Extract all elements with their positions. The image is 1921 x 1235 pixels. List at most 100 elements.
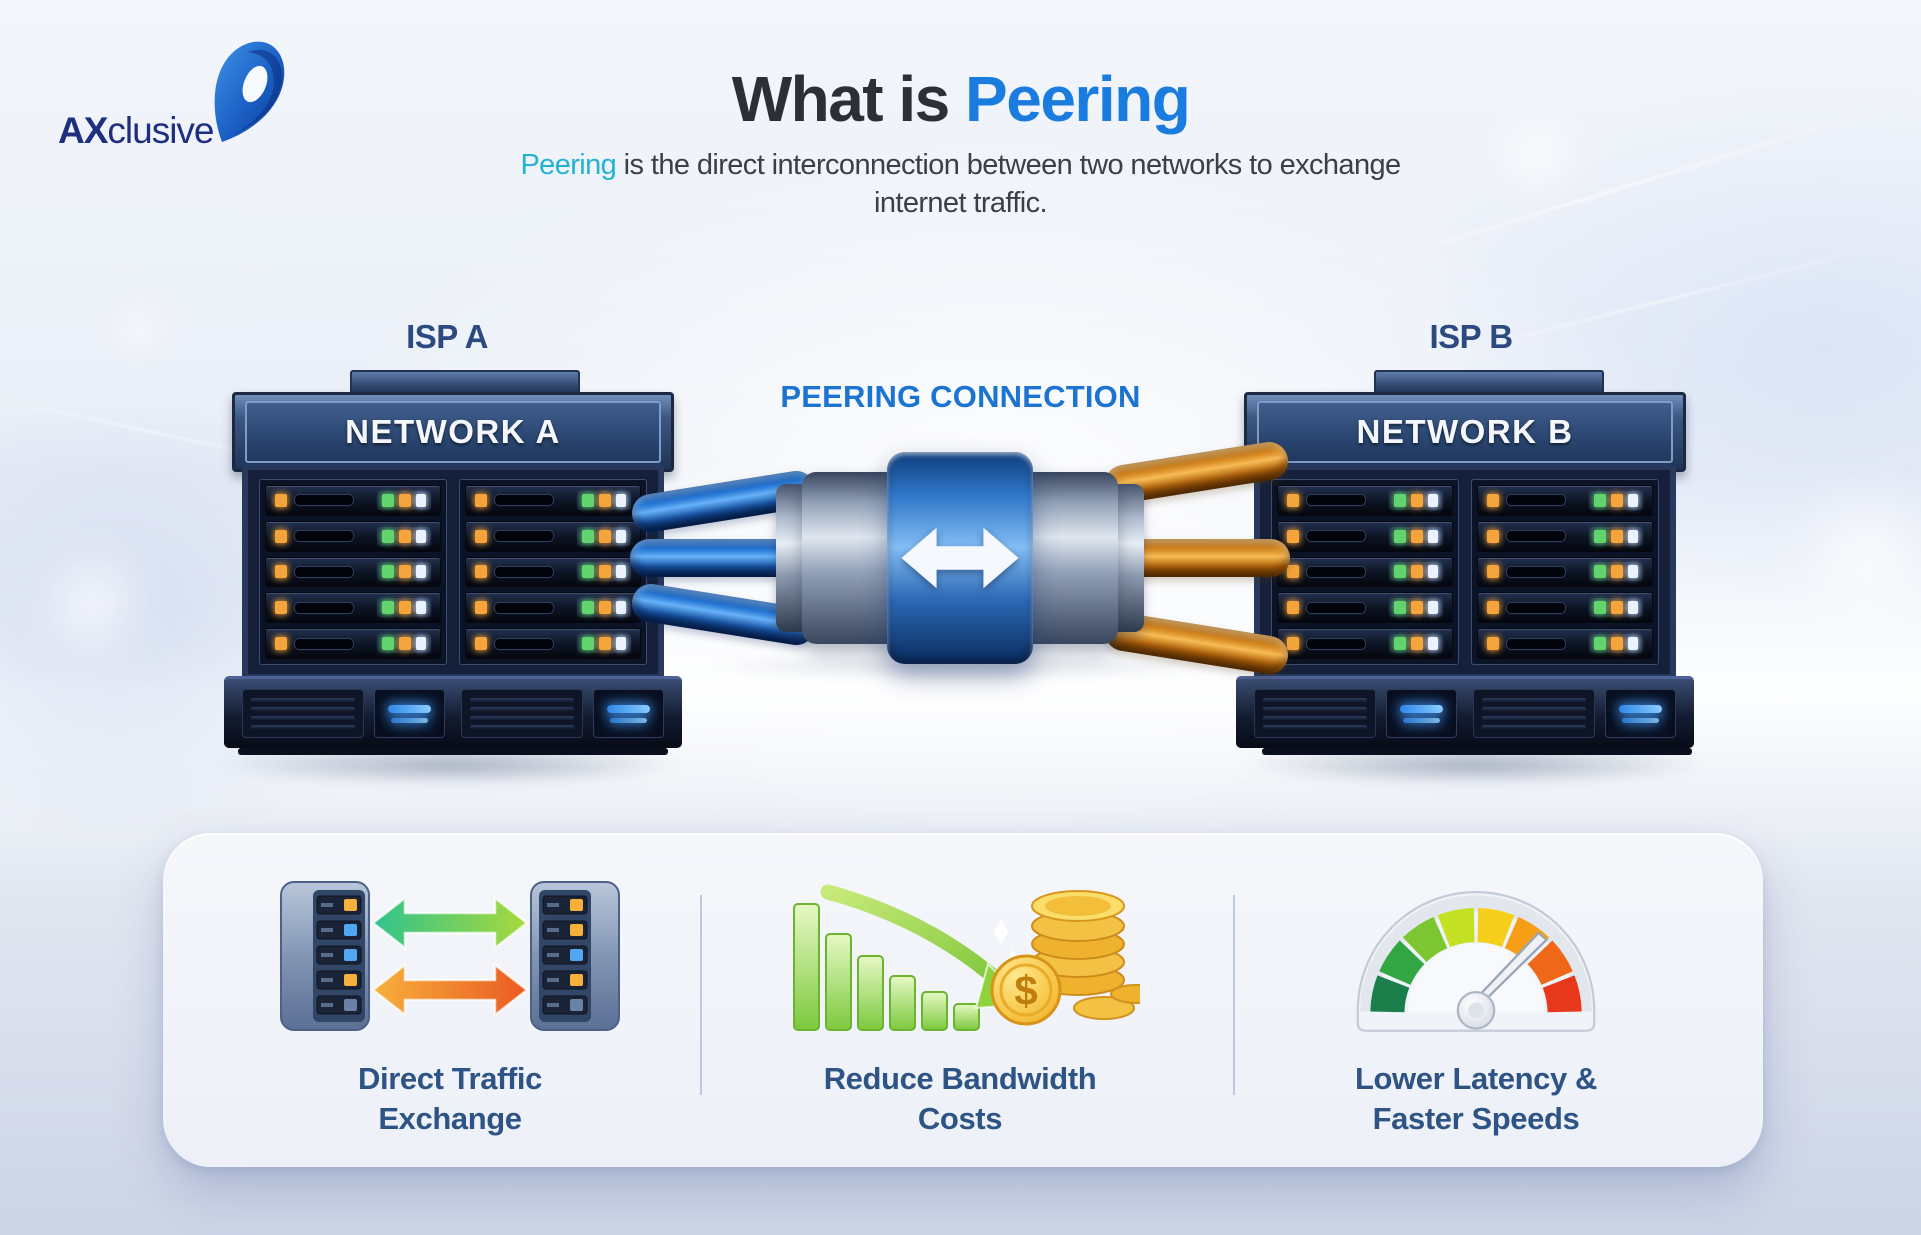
drive-slot — [494, 601, 554, 614]
vent-slat — [1263, 715, 1367, 721]
rack-b-header: NETWORK B — [1244, 392, 1686, 472]
status-led-cluster — [1389, 598, 1443, 618]
orange-led-icon — [399, 601, 411, 615]
power-led-icon — [475, 637, 487, 651]
server-unit — [1277, 628, 1453, 659]
status-led-cluster — [577, 490, 631, 510]
green-led-icon — [382, 601, 394, 615]
orange-led-icon — [599, 637, 611, 651]
isp-a-label: ISP A — [406, 318, 488, 355]
orange-led-icon — [1411, 637, 1423, 651]
peering-connection-graphic — [629, 439, 1291, 677]
orange-led-icon — [599, 601, 611, 615]
power-led-icon — [1487, 637, 1499, 651]
vent-slat — [251, 697, 355, 703]
server-unit — [1477, 485, 1653, 516]
drive-slot — [1306, 637, 1366, 650]
orange-led-icon — [399, 637, 411, 651]
green-led-icon — [1394, 529, 1406, 543]
server-unit — [465, 485, 641, 516]
brand-name-bold: AX — [58, 110, 108, 151]
server-unit — [1477, 592, 1653, 624]
server-column — [1271, 479, 1459, 665]
speedometer-icon — [1351, 863, 1601, 1053]
rack-a-header: NETWORK A — [232, 392, 674, 472]
page-subtitle: Peering is the direct interconnection be… — [411, 146, 1511, 223]
server-unit — [465, 592, 641, 624]
power-led-icon — [275, 565, 287, 579]
white-led-icon — [416, 529, 426, 543]
rack-foot — [1262, 748, 1692, 755]
benefit-lower-latency: Lower Latency &Faster Speeds — [1226, 833, 1726, 1167]
white-led-icon — [416, 637, 426, 651]
orange-led-icon — [399, 493, 411, 507]
vent-slat — [1482, 706, 1586, 712]
divider — [700, 895, 702, 1095]
server-unit — [465, 520, 641, 552]
coin-stack: $ — [990, 889, 1140, 1025]
declining-bars — [793, 902, 980, 1031]
orange-led-icon — [1611, 529, 1623, 543]
network-b-nameplate: NETWORK B — [1356, 413, 1574, 450]
drive-slot — [1306, 565, 1366, 578]
peering-connection-label: PEERING CONNECTION — [780, 379, 1141, 414]
orange-led-icon — [1411, 529, 1423, 543]
server-unit — [1477, 628, 1653, 659]
server-unit — [265, 592, 441, 624]
power-led-icon — [275, 493, 287, 507]
orange-led-icon — [1611, 637, 1623, 651]
status-led-cluster — [577, 526, 631, 546]
status-led-cluster — [1589, 598, 1643, 618]
status-display — [1604, 689, 1676, 738]
drive-slot — [494, 494, 554, 507]
power-led-icon — [1487, 493, 1499, 507]
status-led-cluster — [377, 634, 431, 654]
server-unit — [1277, 556, 1453, 588]
drive-slot — [1506, 601, 1566, 614]
drive-slot — [294, 565, 354, 578]
drive-slot — [1306, 494, 1366, 507]
power-led-icon — [1487, 601, 1499, 615]
white-led-icon — [416, 601, 426, 615]
server-column — [259, 479, 447, 665]
page-title: What is Peering — [731, 63, 1191, 135]
drive-slot — [294, 601, 354, 614]
network-b-rack: NETWORK B — [1236, 370, 1694, 755]
green-led-icon — [1394, 565, 1406, 579]
divider — [1233, 895, 1235, 1095]
green-led-icon — [582, 637, 594, 651]
connector-hub — [887, 452, 1033, 664]
status-display — [592, 689, 664, 738]
bokeh-light — [108, 300, 168, 360]
white-led-icon — [1428, 637, 1438, 651]
white-led-icon — [1428, 601, 1438, 615]
vent-slat — [470, 724, 574, 730]
drive-slot — [494, 637, 554, 650]
green-led-icon — [582, 565, 594, 579]
vent-grille — [1254, 689, 1376, 738]
brand-logo: AXclusive — [48, 34, 288, 162]
vent-slat — [1482, 697, 1586, 703]
rack-a-body — [242, 464, 664, 680]
white-led-icon — [616, 637, 626, 651]
dollar-sign: $ — [1014, 967, 1037, 1014]
status-led-cluster — [1389, 562, 1443, 582]
subtitle-line-1: Peering is the direct interconnection be… — [520, 149, 1401, 181]
vent-slat — [470, 697, 574, 703]
vent-slat — [1482, 715, 1586, 721]
gauge-segments — [1370, 908, 1582, 1013]
orange-led-icon — [399, 565, 411, 579]
vent-slat — [1263, 697, 1367, 703]
power-led-icon — [1287, 637, 1299, 651]
subtitle-line-2: internet traffic. — [873, 187, 1048, 220]
status-led-cluster — [1389, 634, 1443, 654]
network-a-rack: NETWORK A — [224, 370, 682, 755]
white-led-icon — [616, 565, 626, 579]
rack-foot — [238, 748, 668, 755]
green-led-icon — [382, 565, 394, 579]
white-led-icon — [1628, 637, 1638, 651]
